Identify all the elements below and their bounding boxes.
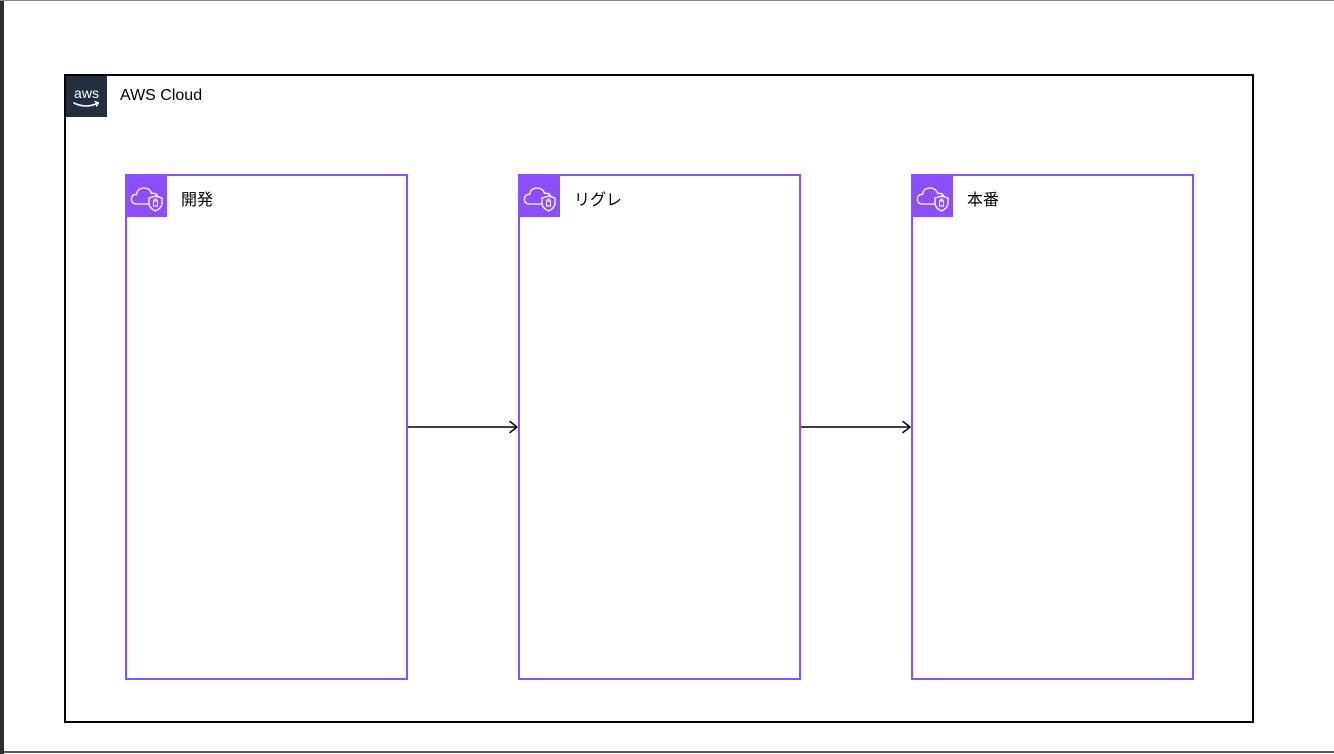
account-group-dev[interactable]: 開発 [125, 174, 408, 680]
aws-logo-text: aws [74, 85, 99, 101]
account-group-regression[interactable]: リグレ [518, 174, 801, 680]
aws-logo-icon: aws [66, 76, 107, 117]
account-cloud-shield-icon [127, 176, 167, 217]
account-cloud-shield-icon [913, 176, 953, 217]
account-label: リグレ [574, 190, 623, 209]
account-label: 開発 [181, 190, 214, 209]
account-group-prod[interactable]: 本番 [911, 174, 1194, 680]
canvas-left-edge [0, 1, 4, 754]
aws-cloud-title: AWS Cloud [120, 87, 203, 104]
account-cloud-shield-icon [520, 176, 560, 217]
account-label: 本番 [967, 190, 1000, 209]
